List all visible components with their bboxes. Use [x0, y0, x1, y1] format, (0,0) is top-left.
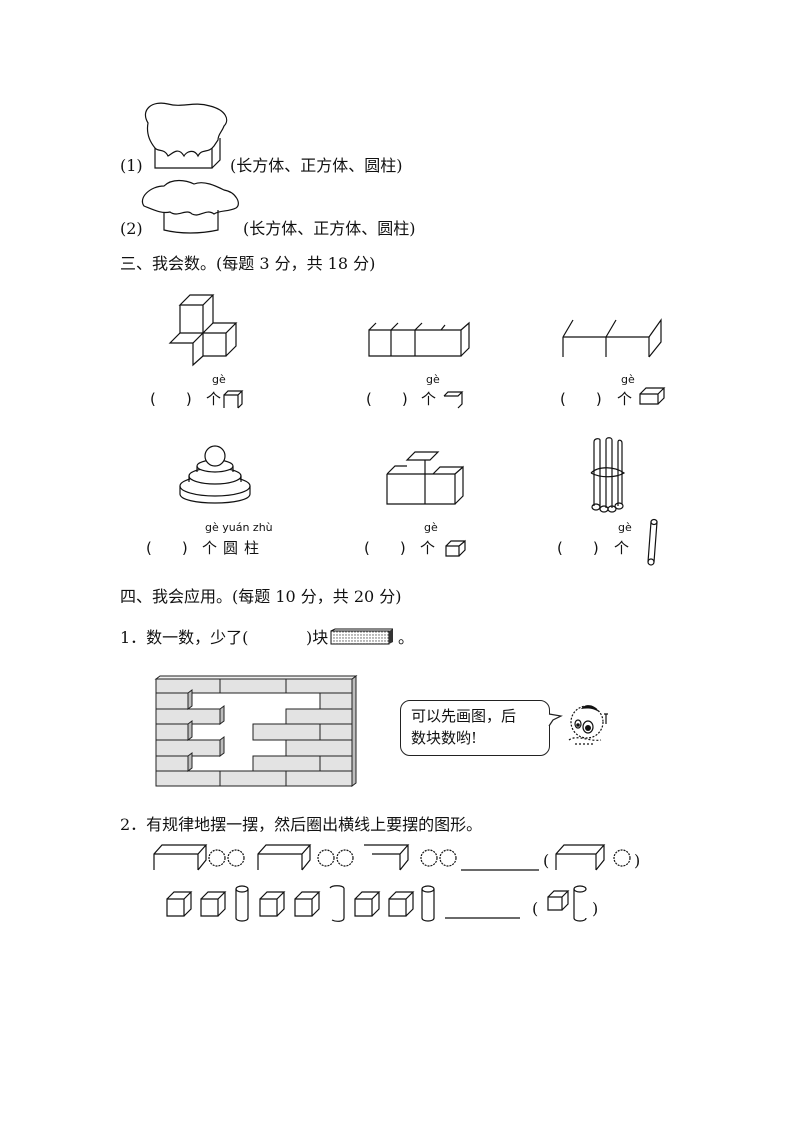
answer-blank-6[interactable]: ( )	[557, 539, 599, 557]
answer-blank-4[interactable]: ( )	[146, 539, 188, 557]
bubble-tail	[548, 713, 563, 727]
q1-prefix: 1．数一数，少了(	[120, 628, 249, 647]
unit-label-cylinder: 个圆柱	[202, 539, 266, 557]
unit-label: 个	[206, 390, 222, 408]
unit-label: 个	[617, 390, 633, 408]
svg-text:): )	[592, 899, 598, 918]
pinyin-ge: gè	[621, 373, 635, 386]
cube-unit-icon	[223, 390, 244, 409]
pinyin-ge: gè	[424, 521, 438, 534]
section-three-title: 三、我会数。(每题 3 分，共 18 分)	[120, 254, 376, 273]
row-1-answer-line[interactable]	[461, 854, 539, 872]
question-1-options[interactable]: (长方体、正方体、圆柱)	[230, 156, 403, 175]
question-2-label: (2)	[120, 219, 143, 238]
hint-speech-bubble: 可以先画图，后 数块数哟!	[400, 700, 550, 756]
answer-blank-3[interactable]: ( )	[560, 390, 602, 408]
cartoon-character-icon	[568, 705, 608, 745]
pattern-row-1: ( )	[153, 844, 640, 871]
cube-unit-icon	[445, 539, 466, 557]
answer-blank-5[interactable]: ( )	[364, 539, 406, 557]
row-of-cuboids-figure	[368, 321, 470, 357]
bundle-of-sticks-figure	[590, 437, 626, 513]
pinyin-ge-yuan-zhu: gè yuán zhù	[205, 521, 273, 534]
hint-line-1: 可以先画图，后	[411, 707, 517, 725]
answer-blank-2[interactable]: ( )	[366, 390, 408, 408]
pinyin-ge: gè	[426, 373, 440, 386]
cuboid-unit-icon	[639, 387, 666, 405]
box-with-cloth-icon	[144, 102, 228, 169]
q1-suffix: )块	[306, 628, 329, 647]
stacked-cylinders-figure	[179, 445, 251, 504]
unit-label: 个	[420, 539, 436, 557]
pinyin-ge: gè	[618, 521, 632, 534]
svg-text:(: (	[543, 851, 549, 870]
q2-prompt: 2．有规律地摆一摆，然后圈出横线上要摆的图形。	[120, 815, 483, 834]
unit-label: 个	[614, 539, 630, 557]
answer-blank-1[interactable]: ( )	[150, 390, 192, 408]
open-cuboid-unit-icon	[443, 391, 464, 409]
row-2-answer-line[interactable]	[445, 905, 520, 921]
cylinder-with-cloth-icon	[141, 179, 239, 234]
section-four-title: 四、我会应用。(每题 10 分，共 20 分)	[120, 587, 402, 606]
pattern-row-2: ( )	[166, 885, 598, 922]
row-1-choices[interactable]	[550, 842, 644, 874]
svg-text:(: (	[532, 899, 538, 918]
hint-line-2: 数块数哟!	[411, 729, 478, 747]
row-2-choices[interactable]	[530, 884, 600, 922]
step-cuboids-figure	[386, 451, 464, 505]
unit-label: 个	[421, 390, 437, 408]
question-2-options[interactable]: (长方体、正方体、圆柱)	[243, 219, 416, 238]
question-1-label: (1)	[120, 156, 143, 175]
pinyin-ge: gè	[212, 373, 226, 386]
q1-answer-blank[interactable]	[282, 628, 306, 648]
cross-cubes-figure	[168, 294, 238, 367]
svg-text:): )	[634, 851, 640, 870]
brick-wall-figure	[154, 675, 358, 787]
dotted-brick-icon	[330, 628, 393, 645]
long-cuboid-figure	[562, 318, 662, 358]
q1-end: 。	[398, 628, 415, 647]
thin-cylinder-unit-icon	[647, 518, 658, 566]
